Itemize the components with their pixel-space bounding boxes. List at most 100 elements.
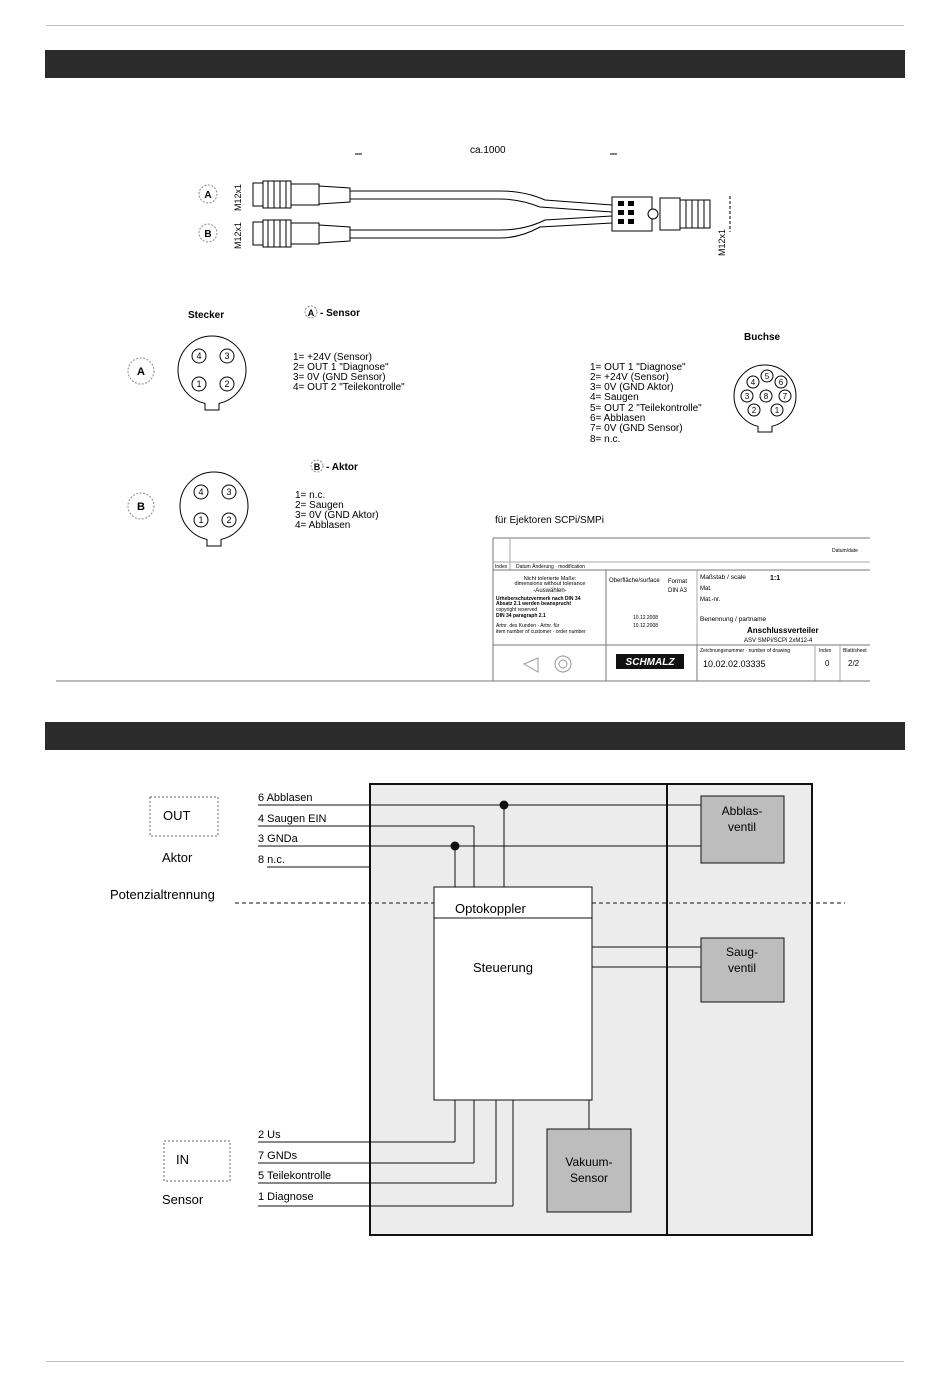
tb-format-value: DIN A3 bbox=[668, 588, 688, 594]
tb-name-value: Anschlussverteiler bbox=[747, 626, 819, 635]
junction-dot bbox=[499, 800, 509, 810]
plug-b-pin-4: 4 bbox=[198, 487, 203, 497]
tb-note: Urheberschutzvermerk nach DIN 34 bbox=[496, 596, 581, 602]
circuit-diagram: Potenzialtrennung OUT Aktor IN Sensor Op… bbox=[110, 783, 845, 1236]
in-wiring bbox=[258, 1100, 514, 1207]
suction-valve bbox=[700, 937, 785, 1003]
suction-valve-label: ventil bbox=[728, 961, 756, 975]
tb-mat-nr-label: Mat.-nr. bbox=[700, 597, 721, 603]
out-box-label: OUT bbox=[163, 808, 191, 823]
in-caption: Sensor bbox=[162, 1192, 204, 1207]
tb-note: Artnr. des Kunden · Artnr. für bbox=[496, 623, 560, 629]
plug-row-b-marker: B bbox=[137, 501, 145, 513]
socket-line: 1= OUT 1 "Diagnose" bbox=[590, 362, 686, 373]
isolation-label: Potenzialtrennung bbox=[110, 887, 215, 902]
plug-a-pin-1: 1 bbox=[196, 379, 201, 389]
aktor-line: 2= Saugen bbox=[295, 500, 344, 511]
suction-valve-label: Saug- bbox=[726, 945, 758, 959]
socket-pin-5: 5 bbox=[765, 372, 770, 381]
tb-index-value: 0 bbox=[825, 659, 830, 668]
out-wire-label: 8 n.c. bbox=[258, 854, 285, 866]
schmalz-logo bbox=[616, 654, 684, 669]
section-bar-circuit bbox=[45, 722, 905, 750]
tb-note: item number of customer · order number bbox=[496, 629, 586, 635]
tb-sheet-value: 2/2 bbox=[848, 659, 860, 668]
tb-sheet-label: Blatt/sheet bbox=[843, 648, 867, 654]
connector-b: B M12x1 bbox=[198, 219, 351, 249]
section-bar-connection bbox=[45, 50, 905, 78]
control-box bbox=[433, 886, 593, 1101]
plug-face-b: 4 3 1 2 bbox=[179, 471, 249, 547]
tb-note: dimensions without tolerance bbox=[515, 581, 586, 587]
tb-drawing-no: 10.02.02.03335 bbox=[703, 659, 766, 669]
aktor-line: 1= n.c. bbox=[295, 490, 325, 501]
socket-pin-2: 2 bbox=[752, 406, 757, 415]
plug-b-pin-2: 2 bbox=[226, 515, 231, 525]
blow-valve bbox=[700, 795, 785, 864]
tb-header-left: Index bbox=[495, 564, 508, 570]
plug-title: Stecker bbox=[188, 310, 224, 321]
plug-face-a: 4 3 1 2 bbox=[177, 335, 247, 411]
bottom-rule bbox=[46, 1361, 904, 1362]
sensor-line: 2= OUT 1 "Diagnose" bbox=[293, 362, 389, 373]
tb-name-sub: ASV SMPi/SCPi 2xM12-4 bbox=[744, 638, 813, 644]
out-wiring bbox=[258, 804, 701, 1129]
tb-note: DIN 34 paragraph 2.1 bbox=[496, 613, 546, 619]
tb-note: -Auswählen- bbox=[533, 588, 566, 594]
tb-surface-label: Oberfläche/surface bbox=[609, 578, 660, 584]
socket-pin-6: 6 bbox=[779, 378, 784, 387]
plug-b-pin-3: 3 bbox=[226, 487, 231, 497]
socket-line: 2= +24V (Sensor) bbox=[590, 372, 669, 383]
thread-c: M12x1 bbox=[717, 229, 727, 256]
plug-a-pin-2: 2 bbox=[224, 379, 229, 389]
in-wire-label: 5 Teilekontrolle bbox=[258, 1170, 331, 1182]
vacuum-sensor-label: Sensor bbox=[570, 1171, 608, 1185]
blow-valve-label: Abblas- bbox=[722, 804, 763, 818]
socket-pin-4: 4 bbox=[751, 378, 756, 387]
thread-b: M12x1 bbox=[233, 222, 243, 249]
thread-a: M12x1 bbox=[233, 184, 243, 211]
sensor-line: 4= OUT 2 "Teilekontrolle" bbox=[293, 382, 405, 393]
tb-mat-label: Mat. bbox=[700, 586, 712, 592]
in-box-label: IN bbox=[176, 1152, 189, 1167]
aktor-pinout: 1= n.c. 2= Saugen 3= 0V (GND Aktor) 4= A… bbox=[295, 490, 379, 531]
socket-line: 7= 0V (GND Sensor) bbox=[590, 423, 683, 434]
sensor-pinout: 1= +24V (Sensor) 2= OUT 1 "Diagnose" 3= … bbox=[293, 352, 405, 393]
plug-a-pin-3: 3 bbox=[224, 351, 229, 361]
tb-date: 10.12.2008 bbox=[633, 615, 658, 621]
splitter-connector: M12x1 bbox=[611, 196, 731, 256]
projection-symbol-icon bbox=[522, 655, 572, 673]
plug-b-pin-1: 1 bbox=[198, 515, 203, 525]
out-wire-label: 4 Saugen EIN bbox=[258, 813, 327, 825]
socket-pin-8: 8 bbox=[764, 392, 769, 401]
tb-scale-value: 1:1 bbox=[770, 575, 780, 582]
socket-line: 3= 0V (GND Aktor) bbox=[590, 382, 674, 393]
tb-index-label: Index bbox=[819, 648, 832, 654]
connector-a: A M12x1 bbox=[198, 180, 351, 211]
sensor-marker: A bbox=[308, 308, 315, 318]
socket-line: 6= Abblasen bbox=[590, 413, 645, 424]
out-wire-label: 3 GNDa bbox=[258, 833, 299, 845]
aktor-line: 3= 0V (GND Aktor) bbox=[295, 510, 379, 521]
socket-title: Buchse bbox=[744, 332, 781, 343]
tb-name-label: Benennung / partname bbox=[700, 616, 767, 623]
in-wire-label: 7 GNDs bbox=[258, 1150, 298, 1162]
plug-a-pin-4: 4 bbox=[196, 351, 201, 361]
socket-pin-3: 3 bbox=[745, 392, 750, 401]
tb-format-label: Format bbox=[668, 579, 687, 585]
tb-date: 10.12.2008 bbox=[633, 623, 658, 629]
sensor-line: 1= +24V (Sensor) bbox=[293, 352, 372, 363]
junction-dot bbox=[450, 841, 460, 851]
tb-note: copyright reserved bbox=[496, 607, 537, 613]
socket-pin-1: 1 bbox=[775, 406, 780, 415]
optocoupler-label: Optokoppler bbox=[455, 901, 526, 916]
vacuum-sensor-label: Vakuum- bbox=[565, 1155, 612, 1169]
in-box bbox=[163, 1140, 231, 1182]
out-caption: Aktor bbox=[162, 850, 193, 865]
tb-note: Nicht tolerierte Maße: bbox=[524, 576, 577, 582]
plug-row-a-marker: A bbox=[137, 366, 145, 378]
tb-brand: SCHMALZ bbox=[626, 657, 676, 668]
tb-note: Absatz 2.1 werden beansprucht bbox=[496, 601, 571, 607]
in-wire-label: 1 Diagnose bbox=[258, 1191, 314, 1203]
blow-valve-label: ventil bbox=[728, 820, 756, 834]
